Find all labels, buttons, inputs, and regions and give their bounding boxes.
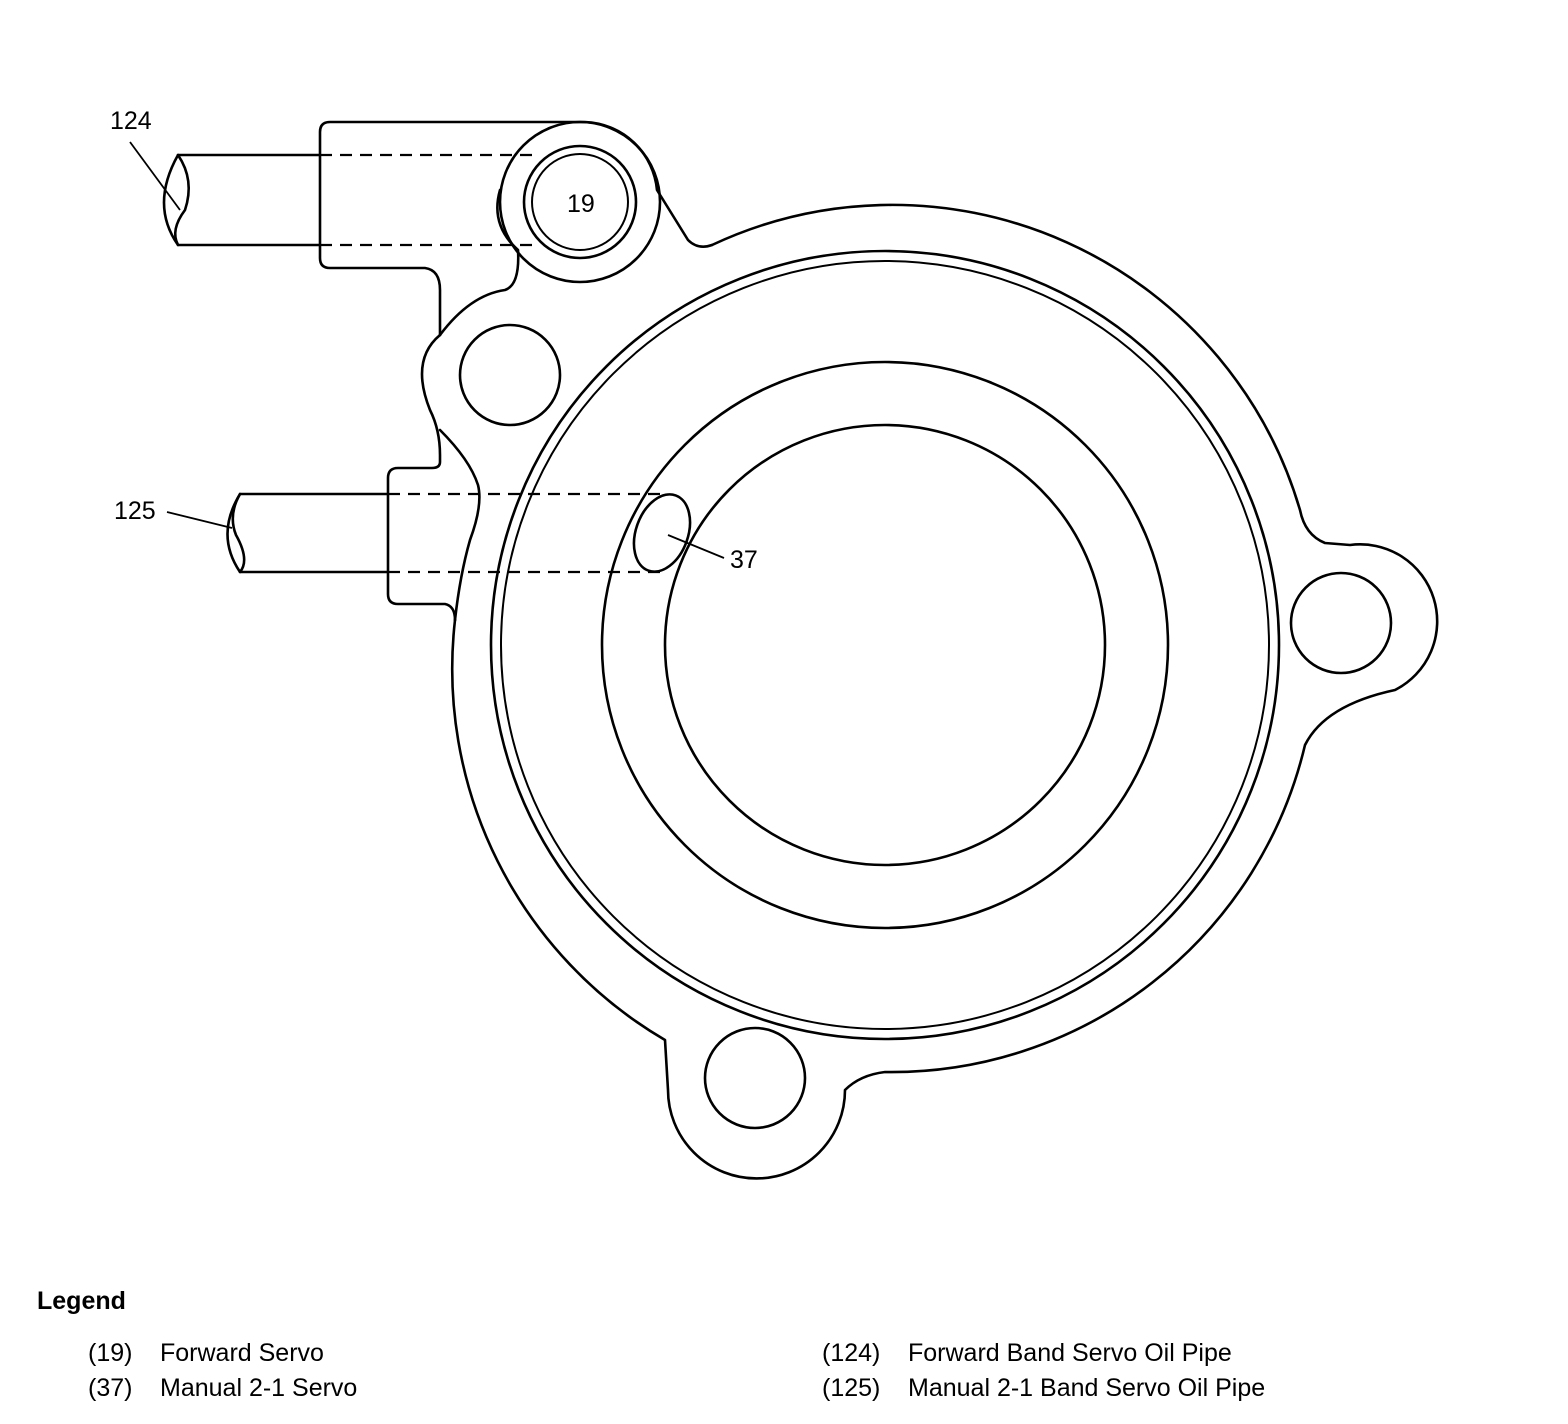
mid-boss-inner-contour xyxy=(438,428,481,622)
pipe-124-end-wave xyxy=(173,153,191,247)
bolt-hole-right xyxy=(1289,571,1393,675)
leader-37 xyxy=(667,534,725,559)
callout-124: 124 xyxy=(110,107,152,135)
leader-124 xyxy=(129,141,181,211)
main-body-outline xyxy=(450,203,1439,1180)
leader-125 xyxy=(166,511,233,529)
callout-125: 125 xyxy=(114,497,156,525)
mid-boss-outline xyxy=(386,333,457,622)
forward-servo-inner-circle xyxy=(531,153,629,251)
forward-servo-outer-circle xyxy=(498,120,662,284)
upper-bracket-inner-contour xyxy=(438,188,520,337)
bolt-hole-bottom xyxy=(703,1026,807,1130)
forward-servo-circle xyxy=(522,144,638,260)
outer-ring xyxy=(489,249,1281,1041)
pipe-125-end-wave xyxy=(231,492,246,574)
callout-19: 19 xyxy=(567,190,595,218)
manual-band-servo-oil-pipe xyxy=(226,492,390,574)
manual-servo-port xyxy=(632,493,692,573)
outer-ring-inner xyxy=(500,260,1270,1030)
bolt-hole-left xyxy=(458,323,562,427)
middle-ring xyxy=(600,360,1170,930)
inner-bore xyxy=(663,423,1107,867)
callout-37: 37 xyxy=(730,546,758,574)
